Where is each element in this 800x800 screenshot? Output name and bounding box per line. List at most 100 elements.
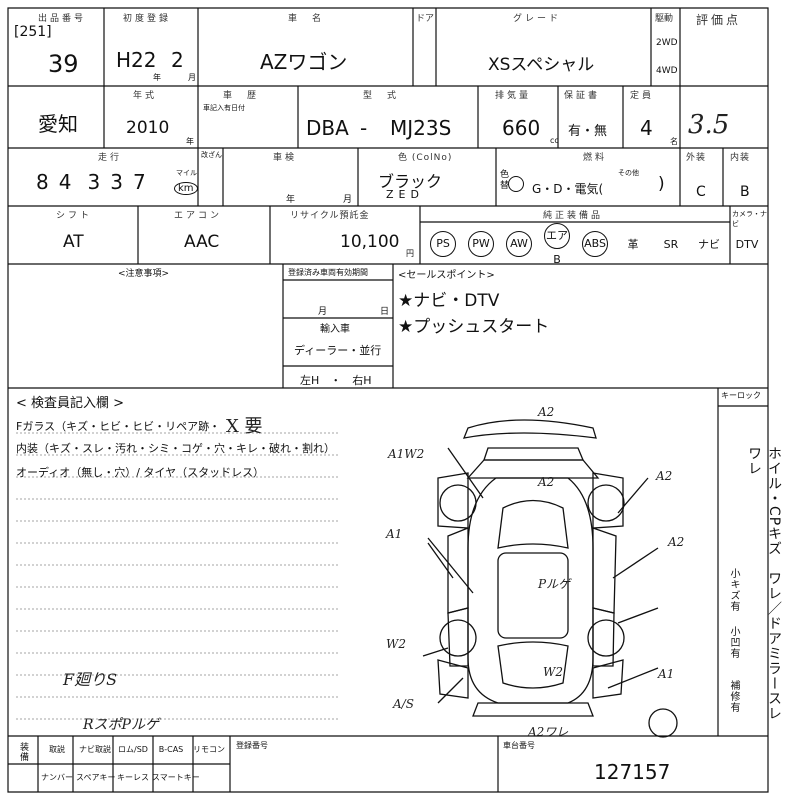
mileage-digit: 4: [58, 170, 72, 194]
damage-mark: A1: [385, 527, 402, 541]
color-code: ZED: [386, 188, 424, 201]
damage-mark: Pルゲ: [537, 577, 572, 591]
vertical-note-small: 小凹有: [728, 626, 739, 659]
ac-value: AAC: [184, 232, 220, 252]
interior-value: B: [740, 184, 750, 200]
fuel-value: G・D・電気(: [532, 182, 604, 196]
recycle-value: 10,100: [340, 232, 400, 252]
equip-item: ナビ: [698, 238, 720, 251]
footer-equip-item: スマートキー: [152, 773, 200, 782]
lot-bracket: [251]: [14, 24, 52, 40]
footer-equip-row: ナンバースペアキーキーレススマートキー: [38, 766, 230, 790]
color-label: 色 (ColNo): [398, 153, 453, 163]
sales-point: ★プッシュスタート: [398, 317, 550, 337]
import-dealer: ディーラー・並行: [294, 344, 382, 357]
inspector-line: Fガラス（キズ・ヒビ・ヒビ・リペア跡・: [16, 420, 221, 433]
first-reg-month: 2: [171, 48, 184, 72]
seats-unit: 名: [670, 137, 678, 146]
model-name: AZワゴン: [260, 50, 348, 74]
mileage-label: 走行: [98, 153, 123, 163]
mileage-digit: 3: [87, 170, 101, 194]
fuel-label: 燃料: [583, 153, 608, 163]
shift-label: シフト: [56, 211, 93, 221]
equip-item: 革: [627, 238, 639, 251]
lot-label: 出品番号: [38, 14, 87, 24]
type-dash: -: [360, 116, 368, 140]
owner-month: 月: [318, 307, 328, 317]
meter-label: 改ざん: [201, 151, 222, 159]
door-label: ドア: [416, 14, 435, 24]
vertical-note-small: 補修有: [728, 680, 739, 713]
first-reg-year: H22: [116, 48, 157, 72]
footer-equip-item: キーレス: [117, 773, 149, 782]
damage-mark: A1: [657, 667, 674, 681]
damage-mark: A/S: [392, 697, 414, 711]
damage-mark: W2: [386, 637, 406, 651]
cc-label: 排気量: [495, 91, 532, 101]
history-label: 車 歴: [223, 91, 260, 101]
seats-value: 4: [640, 116, 653, 140]
damage-mark: A2: [537, 405, 554, 419]
history-sub: 車記入有日付: [203, 104, 245, 112]
footer-equip-item: ナンバー: [41, 773, 73, 782]
grade-name: XSスペシャル: [488, 55, 595, 75]
chassis-label: 車台番号: [503, 741, 535, 750]
sales-point: ★ナビ・DTV: [398, 291, 500, 311]
damage-mark: A2: [537, 475, 554, 489]
score-label: 評価点: [696, 13, 742, 27]
mileage-km-unit: km: [174, 182, 198, 195]
fuel-gas-circle: [508, 176, 524, 192]
ac-label: エアコン: [174, 211, 223, 221]
month-small: 月: [188, 73, 196, 82]
inspector-title: < 検査員記入欄 >: [16, 396, 125, 411]
reg-label: 登録番号: [236, 741, 268, 750]
score-value: 3.5: [688, 110, 730, 140]
sales-label: <セールスポイント>: [398, 270, 495, 281]
keylock-label: キーロック: [721, 391, 761, 400]
type-code: MJ23S: [390, 116, 452, 140]
caution-label: <注意事項>: [118, 269, 170, 279]
equip-item: エアB: [538, 222, 576, 266]
sheet-grid: [8, 8, 768, 792]
damage-mark: A2ワレ: [527, 725, 568, 739]
vertical-note-small: 小キズ有: [728, 568, 739, 612]
auction-sheet: 出品番号 [251] 39 初度登録 H22 2 年 月 車 名 AZワゴン ド…: [8, 8, 782, 792]
recycle-label: リサイクル預託金: [290, 211, 370, 221]
mileage-digits: 8 4 3 3 7: [36, 170, 176, 194]
damage-mark: A2: [667, 535, 684, 549]
recycle-unit: 円: [406, 249, 414, 258]
drive-2wd: 2WD: [656, 38, 678, 48]
year-label: 年式: [133, 91, 158, 101]
hand-note: RスポPルゲ: [83, 717, 159, 733]
equip-item-circled: AW: [506, 231, 532, 257]
equip-item-circled: ABS: [582, 231, 608, 257]
shaken-month: 月: [343, 195, 353, 205]
exterior-value: C: [696, 184, 706, 200]
footer-equip-item: スペアキー: [76, 773, 116, 782]
fuel-close: ): [658, 174, 665, 194]
import-label: 輸入車: [320, 324, 350, 335]
owner-label: 登録済み車両有効期間: [288, 268, 368, 277]
type-prefix: DBA: [306, 116, 349, 140]
mileage-mile-unit: マイル: [176, 169, 197, 177]
drive-4wd: 4WD: [656, 66, 678, 76]
equip-item: ABS: [576, 231, 614, 257]
warranty-value: 有・無: [568, 124, 608, 139]
color-name: ブラック: [378, 172, 443, 191]
shift-value: AT: [63, 232, 84, 252]
chassis-number: 127157: [594, 760, 671, 784]
equip-item: AW: [500, 231, 538, 257]
equip-item: PW: [462, 231, 500, 257]
footer-equip-item: ナビ取説: [79, 745, 111, 754]
damage-mark: A2: [655, 469, 672, 483]
grade-label: グレード: [513, 14, 562, 24]
damage-mark: A1W2: [387, 447, 424, 461]
vertical-note: ホイル・CPキズ ワレ／ドアミラースレ ワレ: [746, 446, 782, 737]
cc-unit: cc: [550, 136, 559, 145]
equip-item-circled: エアB: [544, 222, 570, 266]
import-side: 左H ・ 右H: [300, 374, 372, 387]
fuel-other: その他: [618, 169, 639, 177]
displacement: 660: [502, 116, 541, 140]
